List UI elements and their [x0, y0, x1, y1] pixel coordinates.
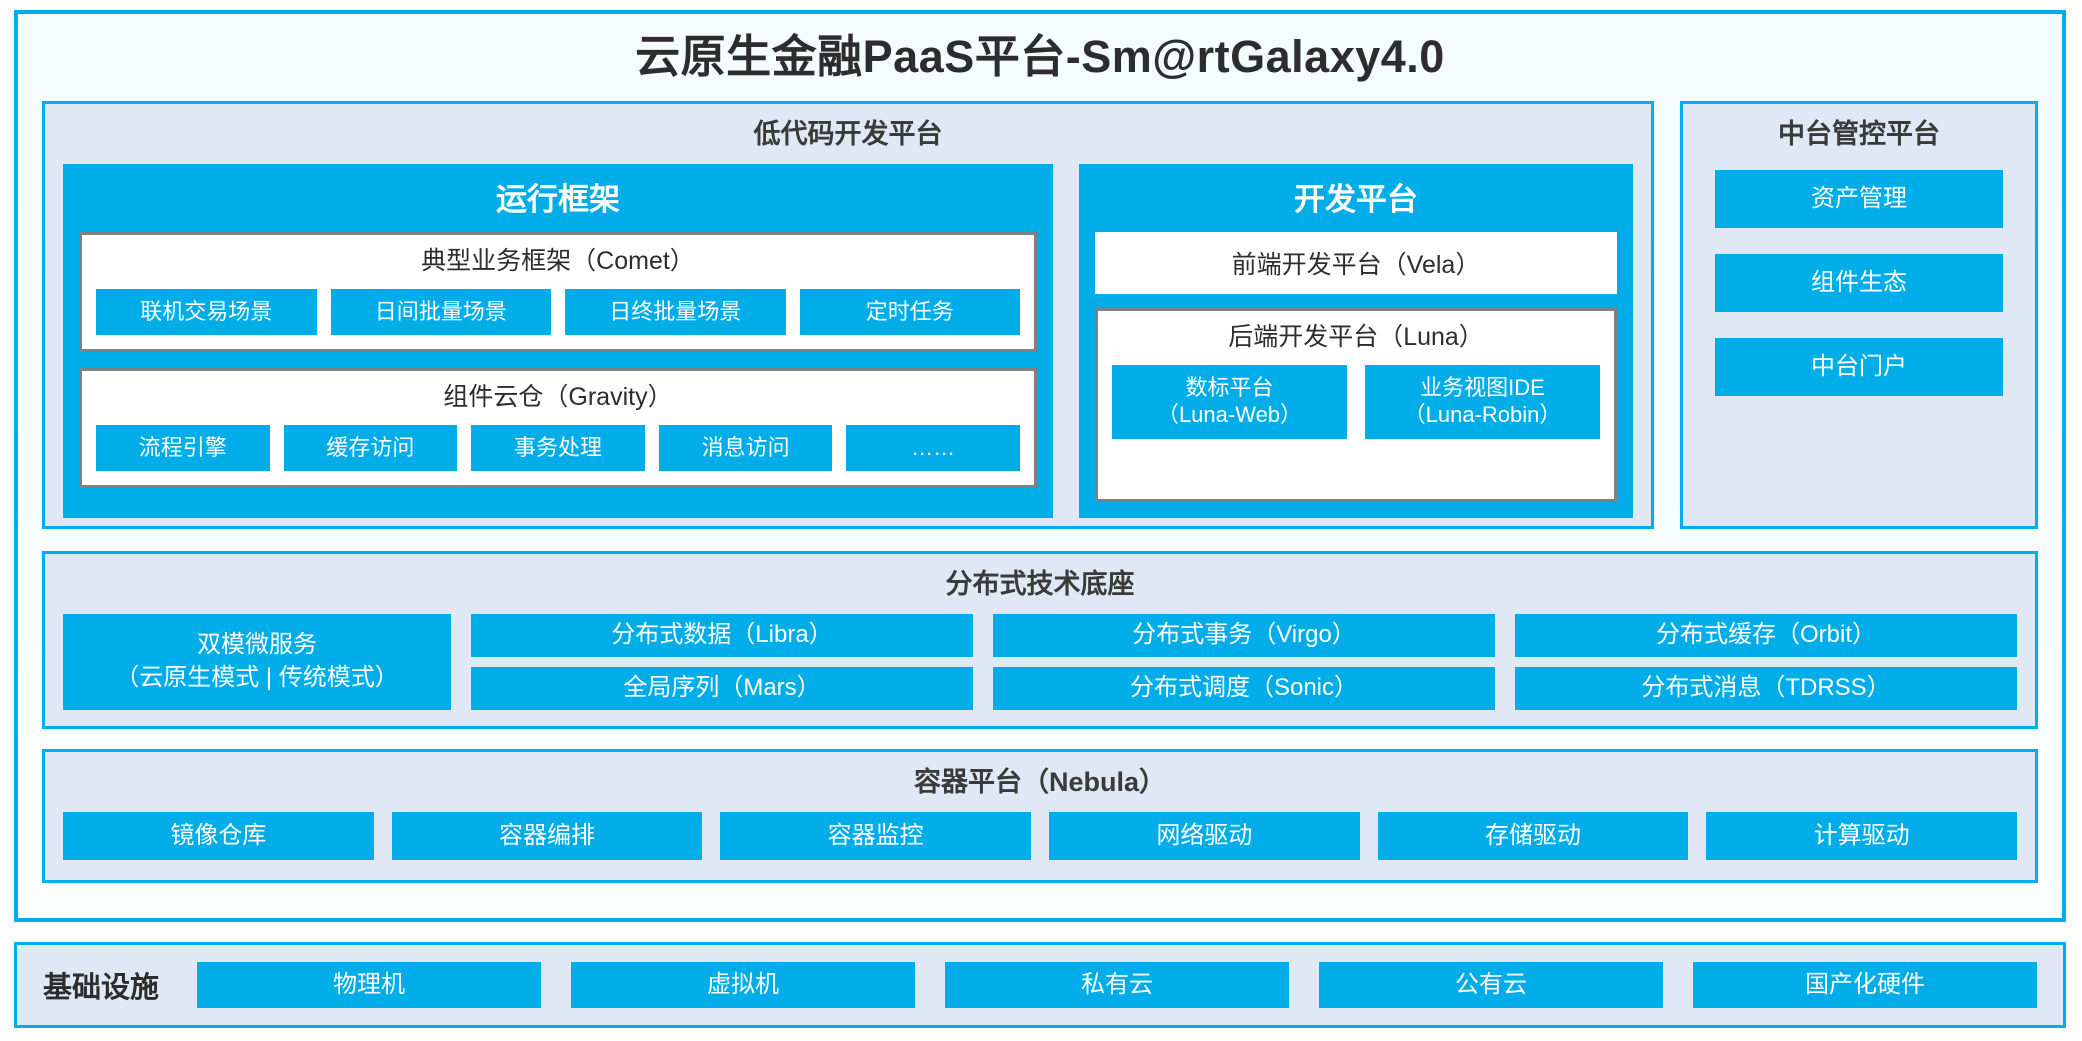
vela-frontend-platform[interactable]: 前端开发平台（Vela）	[1095, 232, 1617, 295]
base-item-libra[interactable]: 分布式数据（Libra）	[471, 613, 973, 657]
infrastructure-items: 物理机 虚拟机 私有云 公有云 国产化硬件	[197, 962, 2038, 1008]
luna-items: 数标平台 （Luna-Web） 业务视图IDE （Luna-Robin）	[1112, 364, 1600, 439]
container-platform-items: 镜像仓库 容器编排 容器监控 网络驱动 存储驱动 计算驱动	[63, 811, 2018, 860]
comet-item-eod-batch[interactable]: 日终批量场景	[565, 288, 786, 335]
comet-title: 典型业务框架（Comet）	[421, 247, 695, 276]
comet-group: 典型业务框架（Comet） 联机交易场景 日间批量场景 日终批量场景 定时任务	[79, 232, 1037, 352]
dual-mode-microservice-line2: （云原生模式 | 传统模式）	[115, 663, 399, 691]
management-platform-panel: 中台管控平台 资产管理 组件生态 中台门户	[1680, 101, 2038, 529]
container-platform-title: 容器平台（Nebula）	[913, 767, 1167, 797]
infra-item-physical-machine[interactable]: 物理机	[197, 962, 542, 1008]
gravity-item-message-access[interactable]: 消息访问	[658, 424, 833, 471]
infrastructure-label: 基础设施	[43, 972, 160, 1004]
container-item-storage-driver[interactable]: 存储驱动	[1377, 811, 1689, 860]
gravity-item-cache-access[interactable]: 缓存访问	[283, 424, 458, 471]
dev-platform-title: 开发平台	[1294, 181, 1418, 217]
infra-item-domestic-hardware[interactable]: 国产化硬件	[1693, 962, 2038, 1008]
gravity-item-more[interactable]: ……	[846, 424, 1020, 471]
gravity-item-process-engine[interactable]: 流程引擎	[96, 424, 270, 471]
luna-item-business-view-ide[interactable]: 业务视图IDE （Luna-Robin）	[1365, 364, 1600, 439]
dual-mode-microservice-line1: 双模微服务	[197, 631, 317, 659]
luna-web-name: 数标平台	[1185, 375, 1274, 401]
luna-title: 后端开发平台（Luna）	[1228, 323, 1484, 352]
distributed-base-column-1: 分布式数据（Libra） 全局序列（Mars）	[471, 613, 973, 710]
platform-main-frame: 云原生金融PaaS平台-Sm@rtGalaxy4.0 低代码开发平台 运行框架 …	[14, 10, 2066, 922]
mgmt-item-asset-management[interactable]: 资产管理	[1715, 169, 2003, 228]
distributed-base-body: 双模微服务 （云原生模式 | 传统模式） 分布式数据（Libra） 全局序列（M…	[63, 613, 2017, 710]
dual-mode-microservice[interactable]: 双模微服务 （云原生模式 | 传统模式）	[63, 613, 451, 710]
base-item-tdrss[interactable]: 分布式消息（TDRSS）	[1515, 666, 2017, 710]
container-item-image-registry[interactable]: 镜像仓库	[63, 811, 374, 860]
base-item-orbit[interactable]: 分布式缓存（Orbit）	[1515, 613, 2017, 657]
distributed-base-column-3: 分布式缓存（Orbit） 分布式消息（TDRSS）	[1515, 613, 2017, 710]
management-platform-items: 资产管理 组件生态 中台门户	[1701, 164, 2017, 404]
base-item-mars[interactable]: 全局序列（Mars）	[471, 666, 973, 710]
infrastructure-bar: 基础设施 物理机 虚拟机 私有云 公有云 国产化硬件	[14, 942, 2066, 1028]
comet-items: 联机交易场景 日间批量场景 日终批量场景 定时任务	[96, 288, 1020, 335]
luna-robin-name: 业务视图IDE	[1420, 375, 1545, 401]
runtime-framework-card: 运行框架 典型业务框架（Comet） 联机交易场景 日间批量场景 日终批量场景 …	[63, 163, 1053, 518]
dev-platform-card: 开发平台 前端开发平台（Vela） 后端开发平台（Luna） 数标平台 （Lun…	[1079, 163, 1633, 518]
distributed-base-panel: 分布式技术底座 双模微服务 （云原生模式 | 传统模式） 分布式数据（Libra…	[42, 551, 2038, 729]
infra-item-private-cloud[interactable]: 私有云	[945, 962, 1290, 1008]
page-title: 云原生金融PaaS平台-Sm@rtGalaxy4.0	[635, 31, 1445, 82]
gravity-group: 组件云仓（Gravity） 流程引擎 缓存访问 事务处理 消息访问 ……	[79, 367, 1037, 488]
luna-web-code: （Luna-Web）	[1156, 401, 1303, 427]
luna-item-data-standard-platform[interactable]: 数标平台 （Luna-Web）	[1112, 364, 1347, 439]
container-item-orchestration[interactable]: 容器编排	[391, 811, 703, 860]
container-item-compute-driver[interactable]: 计算驱动	[1706, 811, 2018, 860]
distributed-base-title: 分布式技术底座	[945, 569, 1135, 599]
luna-robin-code: （Luna-Robin）	[1403, 401, 1562, 427]
container-platform-panel: 容器平台（Nebula） 镜像仓库 容器编排 容器监控 网络驱动 存储驱动 计算…	[42, 749, 2038, 883]
distributed-base-column-2: 分布式事务（Virgo） 分布式调度（Sonic）	[993, 613, 1495, 710]
infra-item-public-cloud[interactable]: 公有云	[1319, 962, 1664, 1008]
lowcode-platform-panel: 低代码开发平台 运行框架 典型业务框架（Comet） 联机交易场景 日间批量场景…	[42, 101, 1654, 529]
infra-item-virtual-machine[interactable]: 虚拟机	[571, 962, 916, 1008]
comet-item-scheduled-task[interactable]: 定时任务	[799, 288, 1020, 335]
top-row: 低代码开发平台 运行框架 典型业务框架（Comet） 联机交易场景 日间批量场景…	[42, 101, 2038, 529]
container-item-monitoring[interactable]: 容器监控	[720, 811, 1032, 860]
mgmt-item-portal[interactable]: 中台门户	[1715, 337, 2003, 396]
gravity-title: 组件云仓（Gravity）	[443, 382, 673, 411]
gravity-item-transaction-processing[interactable]: 事务处理	[471, 424, 645, 471]
management-platform-title: 中台管控平台	[1778, 119, 1940, 149]
runtime-framework-title: 运行框架	[496, 181, 620, 217]
mgmt-item-component-ecosystem[interactable]: 组件生态	[1715, 253, 2003, 312]
comet-item-intraday-batch[interactable]: 日间批量场景	[330, 288, 551, 335]
container-item-network-driver[interactable]: 网络驱动	[1049, 811, 1360, 860]
luna-group: 后端开发平台（Luna） 数标平台 （Luna-Web） 业务视图IDE （Lu…	[1095, 308, 1617, 502]
base-item-virgo[interactable]: 分布式事务（Virgo）	[993, 613, 1495, 657]
lowcode-platform-title: 低代码开发平台	[753, 119, 943, 149]
gravity-items: 流程引擎 缓存访问 事务处理 消息访问 ……	[96, 424, 1020, 471]
dual-mode-microservice-wrapper: 双模微服务 （云原生模式 | 传统模式）	[63, 613, 451, 710]
base-item-sonic[interactable]: 分布式调度（Sonic）	[993, 666, 1495, 710]
comet-item-online-transaction[interactable]: 联机交易场景	[96, 288, 317, 335]
lowcode-body: 运行框架 典型业务框架（Comet） 联机交易场景 日间批量场景 日终批量场景 …	[63, 163, 1633, 518]
